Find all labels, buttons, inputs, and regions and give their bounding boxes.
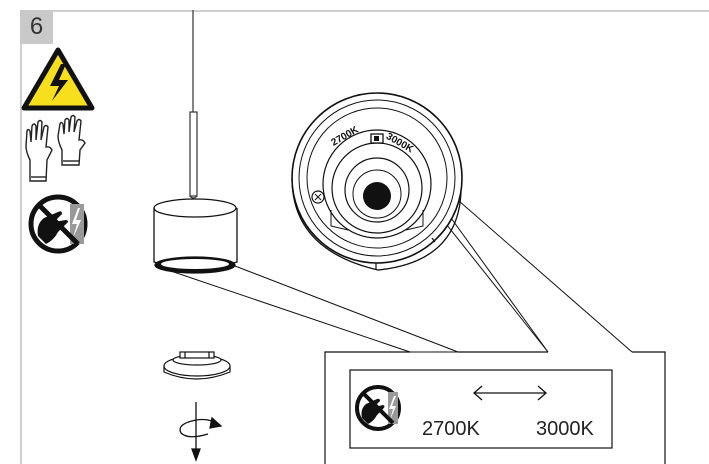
gx53-bulb xyxy=(163,351,231,380)
lamp-detail-view xyxy=(291,92,463,271)
callout-do-not-touch-icon xyxy=(355,385,401,431)
rotate-arrow-icon xyxy=(179,402,223,462)
protective-gloves-icon xyxy=(25,114,86,182)
callout-label-2700k: 2700K xyxy=(422,418,480,440)
callout-inner-panel xyxy=(349,369,613,449)
pendant-cable xyxy=(189,10,198,199)
electric-shock-warning-icon xyxy=(21,47,95,111)
callout-label-3000k: 3000K xyxy=(536,418,594,440)
callout-box xyxy=(324,351,666,464)
double-arrow-icon xyxy=(473,385,547,401)
pendant-lamp-body xyxy=(153,198,238,274)
diagram-frame xyxy=(20,10,709,464)
step-number: 6 xyxy=(20,10,53,44)
pendant-leader-lines xyxy=(155,265,459,353)
do-not-touch-icon xyxy=(28,194,88,254)
